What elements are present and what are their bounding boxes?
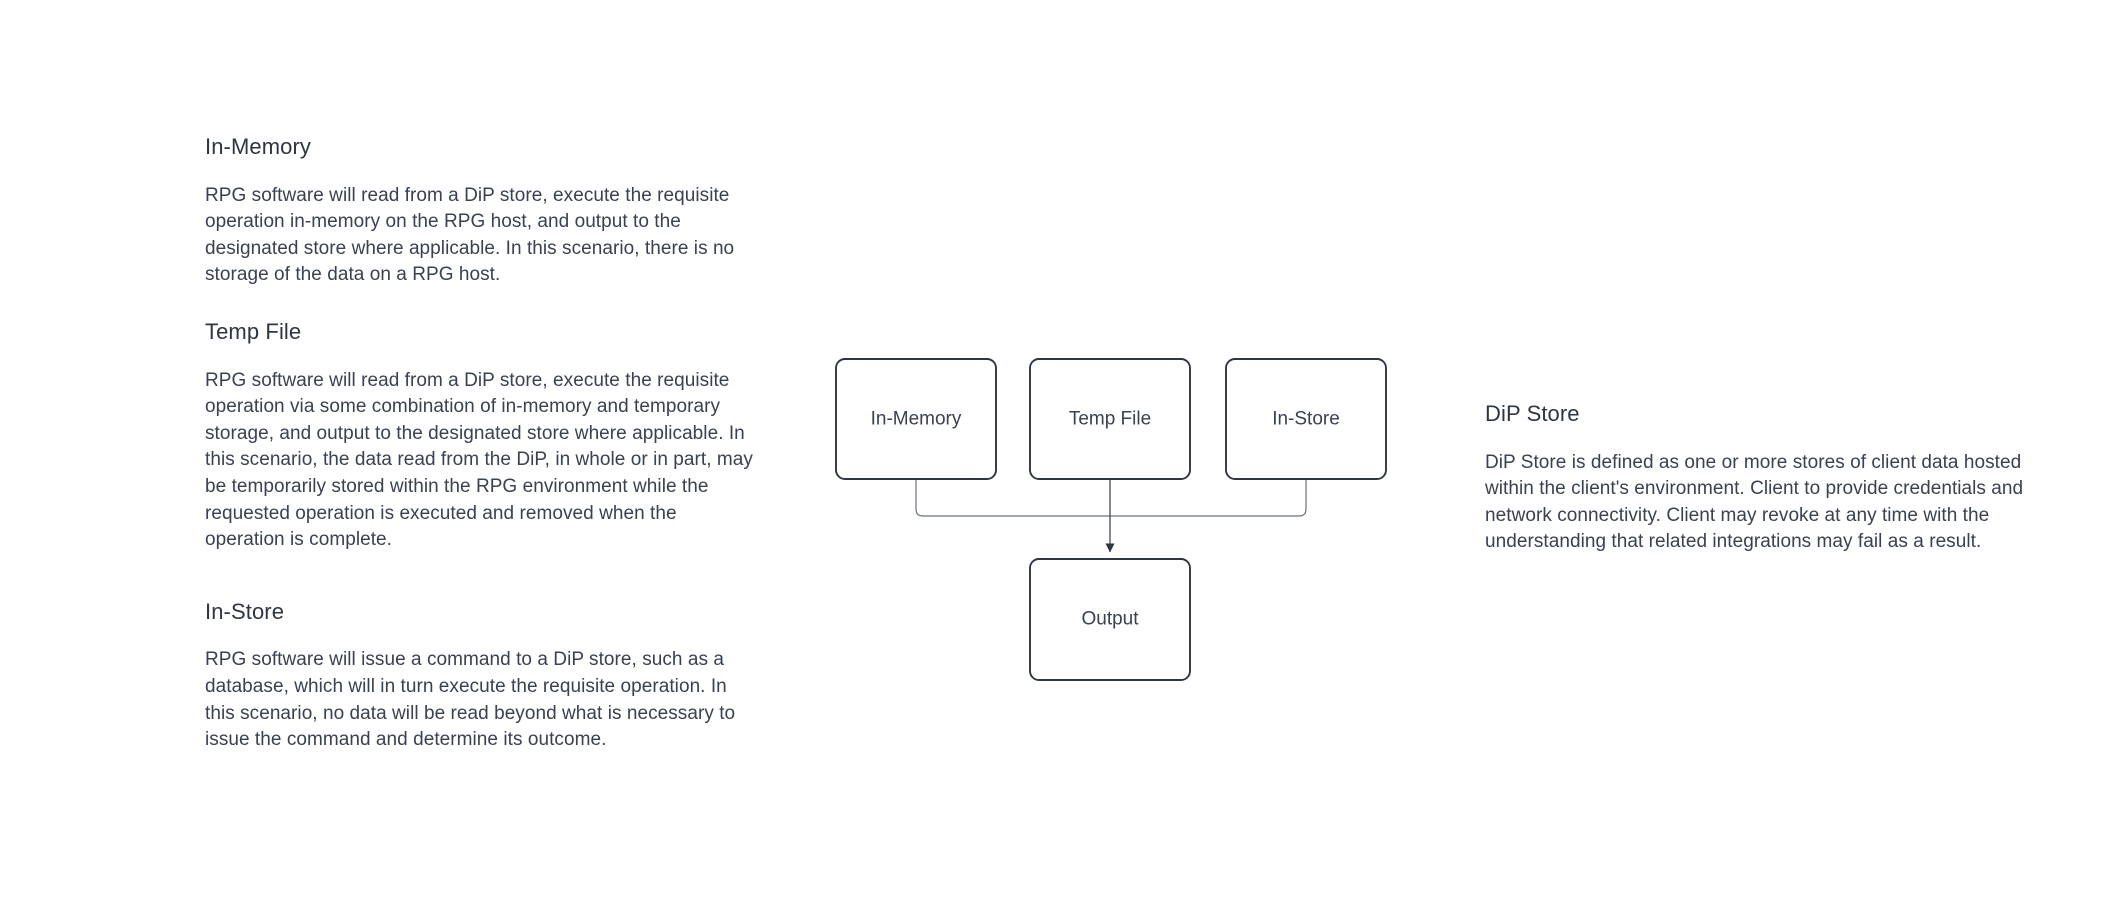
- section-body-in-memory: RPG software will read from a DiP store,…: [205, 184, 735, 286]
- spacer: [205, 289, 753, 318]
- diagram-edges: [915, 479, 1307, 553]
- node-output-box[interactable]: [1029, 558, 1191, 681]
- node-in-memory-box[interactable]: [835, 358, 997, 480]
- diagram-nodes: In-Memory Temp File In-Store Output: [835, 358, 1387, 681]
- section-body-temp-file: RPG software will read from a DiP store,…: [205, 369, 753, 551]
- section-heading-in-store: In-Store: [205, 598, 285, 624]
- section-heading-in-memory: In-Memory: [205, 134, 312, 159]
- node-temp-file-label: Temp File: [1069, 409, 1151, 430]
- flow-diagram: In-Memory Temp File In-Store Output: [820, 340, 1420, 710]
- section-heading-temp-file: Temp File: [205, 318, 302, 344]
- section-body-dip-store: DiP Store is defined as one or more stor…: [1485, 451, 2024, 553]
- node-in-memory-label: In-Memory: [871, 409, 962, 430]
- node-temp-file[interactable]: Temp File: [1029, 358, 1191, 480]
- spacer: [205, 347, 753, 368]
- spacer: [205, 626, 753, 647]
- section-body-in-store: RPG software will issue a command to a D…: [205, 649, 736, 751]
- right-text-column: DiP Store DiP Store is defined as one or…: [1485, 400, 2075, 556]
- node-in-store[interactable]: In-Store: [1225, 358, 1387, 480]
- spacer: [205, 554, 753, 598]
- node-temp-file-box[interactable]: [1029, 358, 1191, 480]
- node-in-memory[interactable]: In-Memory: [835, 358, 997, 480]
- node-in-store-label: In-Store: [1272, 409, 1340, 430]
- node-in-store-box[interactable]: [1225, 358, 1387, 480]
- left-text-column: In-Memory RPG software will read from a …: [205, 133, 753, 754]
- section-heading-dip-store: DiP Store: [1485, 401, 1580, 426]
- edge-in-store-to-output: [1110, 479, 1307, 517]
- edge-in-memory-to-output: [915, 479, 1110, 517]
- node-output-label: Output: [1081, 609, 1139, 630]
- node-output[interactable]: Output: [1029, 558, 1191, 681]
- spacer: [205, 162, 753, 183]
- spacer: [1485, 429, 2075, 450]
